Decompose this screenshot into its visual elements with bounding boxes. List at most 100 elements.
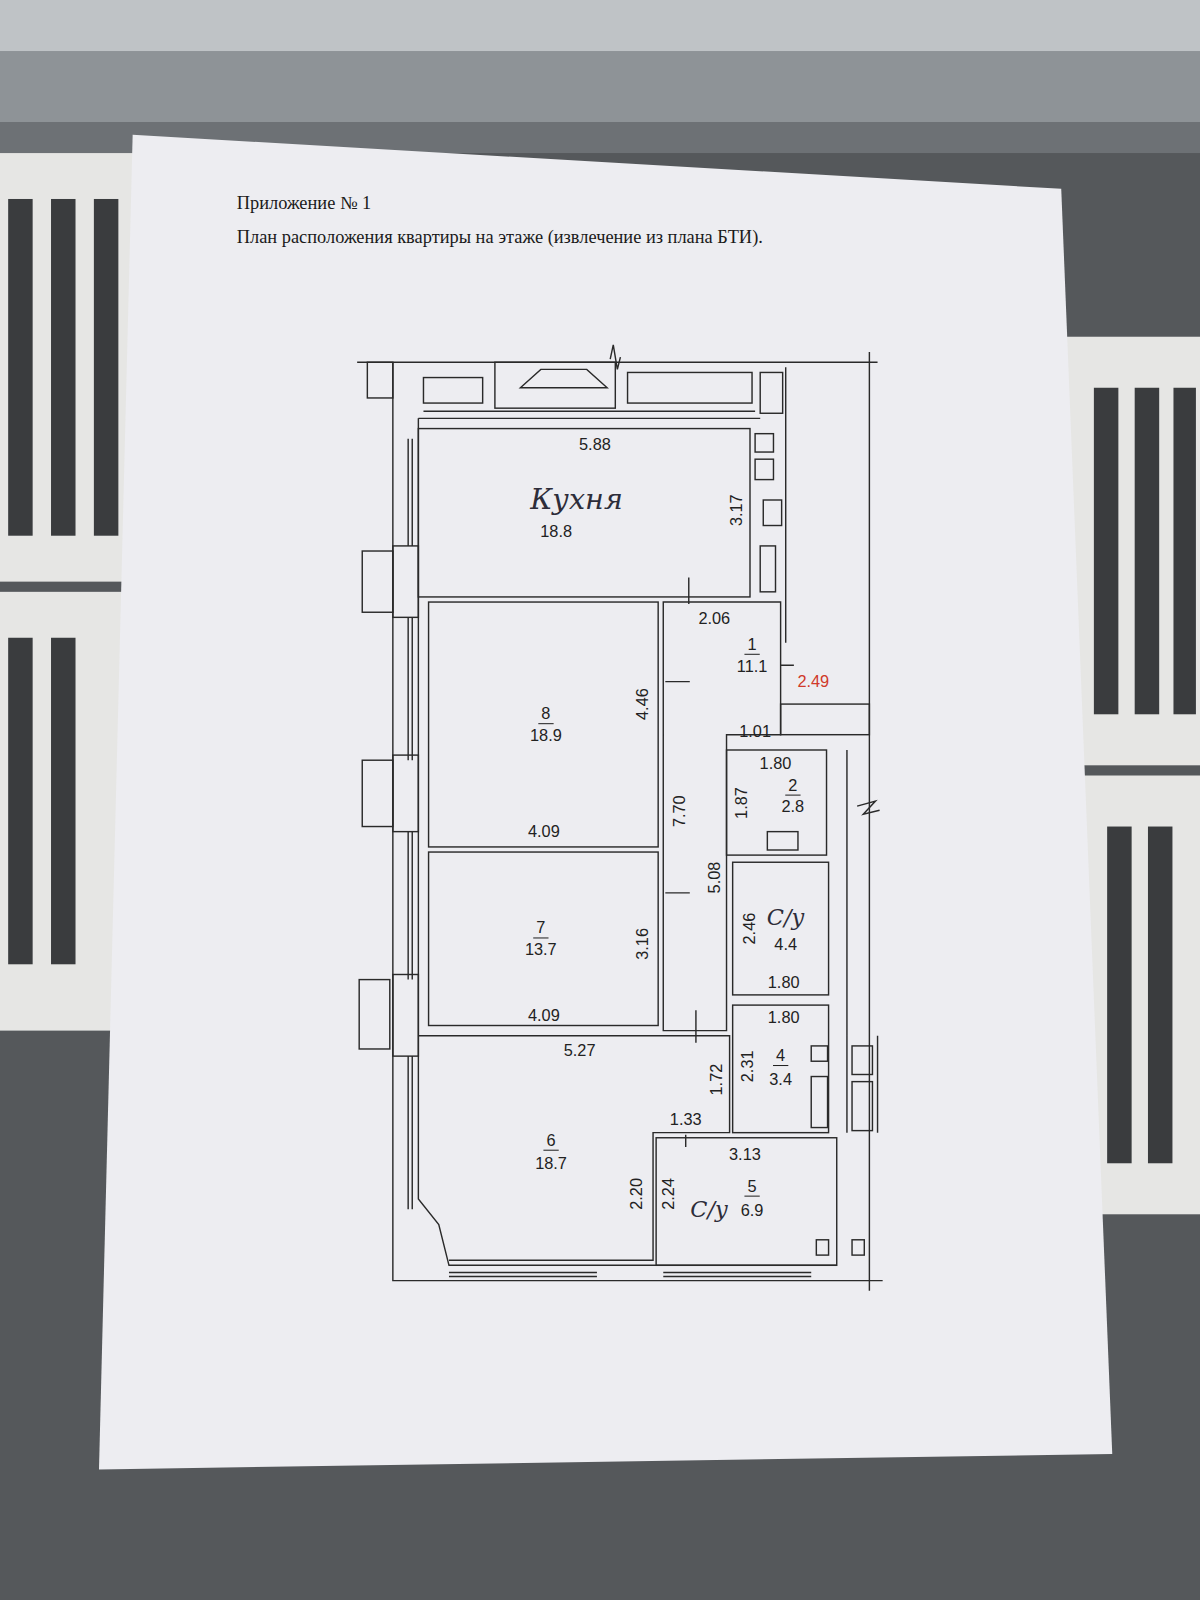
dimension: 3.17: [728, 494, 746, 526]
room-number: 2: [785, 776, 800, 795]
shaft: [781, 704, 870, 735]
shaft: [755, 434, 773, 452]
room-outline: [656, 1138, 837, 1266]
dimension: 1.80: [768, 1008, 800, 1026]
dimension: 4.09: [528, 823, 560, 841]
outer-wall: [393, 362, 883, 1280]
pier: [393, 546, 419, 617]
radiator-slot: [1107, 827, 1131, 1164]
radiator-slot: [8, 638, 32, 965]
room-outline: [733, 1005, 829, 1133]
break-mark: [610, 345, 620, 369]
room-number: 4: [773, 1047, 788, 1066]
pier: [393, 974, 419, 1056]
radiator: [0, 592, 122, 1031]
break-mark: [857, 801, 879, 814]
dimension: 1.80: [760, 754, 792, 772]
dimension: 5.88: [579, 436, 611, 454]
radiator-slot: [94, 199, 118, 536]
balcony-block: [760, 372, 782, 413]
dimension: 2.24: [659, 1178, 677, 1210]
room-number: 7: [533, 919, 548, 938]
dimension: 3.16: [634, 928, 652, 960]
radiator-slot: [1148, 827, 1172, 1164]
room-number: 6: [543, 1131, 558, 1150]
room: Кухня 18.8: [418, 429, 750, 597]
dimension: 1.01: [739, 723, 771, 741]
fixture: [811, 1046, 827, 1061]
room-outline: [429, 852, 659, 1025]
balcony-block: [423, 378, 482, 404]
handwritten-note: С/у: [767, 906, 805, 931]
room-area: 18.8: [540, 523, 572, 541]
sink: [767, 832, 798, 850]
dimension: 4.09: [528, 1006, 560, 1024]
shaft: [852, 1082, 872, 1131]
kitchen-outline: [418, 429, 750, 597]
dimension: 2.06: [698, 609, 730, 627]
shaft: [760, 546, 775, 592]
pier: [393, 755, 419, 832]
balcony-block: [495, 362, 615, 408]
balcony-block: [628, 372, 752, 403]
dimension-tick: [665, 578, 794, 1147]
window: [449, 1272, 811, 1276]
floor-plan: [357, 345, 883, 1291]
wall-line: [847, 750, 878, 1133]
radiator-slot: [1135, 388, 1159, 715]
room-area: 18.7: [535, 1154, 567, 1172]
subtitle: План расположения квартиры на этаже (изв…: [237, 228, 763, 248]
shaft: [755, 459, 773, 479]
dimension: 5.27: [564, 1042, 596, 1060]
radiator-slot: [51, 638, 75, 965]
room: 618.7: [418, 1036, 653, 1260]
wall-line: [785, 367, 786, 643]
room-area: 2.8: [782, 798, 805, 816]
handwritten-note: Кухня: [530, 484, 623, 515]
dimension: 2.49: [797, 673, 829, 691]
room-area: 4.4: [774, 936, 797, 954]
dimension: 7.70: [671, 795, 689, 827]
room-outline: [727, 750, 827, 855]
radiator: [0, 153, 143, 582]
pier: [362, 760, 393, 826]
inner-wall: [418, 418, 836, 1265]
wall-line: [418, 411, 760, 418]
balcony-block: [520, 369, 607, 387]
dimension: 2.46: [741, 913, 759, 945]
handwritten-note: С/у: [690, 1198, 728, 1223]
window: [408, 439, 412, 1209]
radiator-slot: [1173, 388, 1195, 715]
pier: [362, 551, 393, 612]
room-area: 3.4: [769, 1071, 792, 1089]
wall-line: [357, 362, 877, 363]
room: 713.7: [429, 852, 659, 1025]
fixture: [816, 1240, 828, 1255]
dimension: 2.31: [739, 1050, 757, 1082]
dimension: 1.87: [733, 787, 751, 819]
radiator: [1066, 337, 1200, 766]
room-outline: [733, 862, 829, 995]
room-number: 8: [538, 705, 553, 724]
dimension: 1.80: [768, 974, 800, 992]
wall-line: [869, 352, 870, 1291]
room-area: 13.7: [525, 941, 557, 959]
window-sill: [0, 0, 1200, 51]
window-frame: [0, 0, 1200, 122]
dimension: 3.13: [729, 1146, 761, 1164]
dimension: 2.20: [628, 1178, 646, 1210]
room-area: 18.9: [530, 727, 562, 745]
bathtub: [811, 1077, 827, 1128]
dimension: 4.46: [634, 688, 652, 720]
room-area: 6.9: [741, 1201, 764, 1219]
dimension: 1.33: [670, 1110, 702, 1128]
pier: [359, 980, 390, 1049]
title: Приложение № 1: [237, 194, 371, 214]
radiator-slot: [51, 199, 75, 536]
radiator-slot: [1094, 388, 1118, 715]
room-outline: [429, 602, 659, 847]
room-number: 1: [744, 635, 759, 654]
